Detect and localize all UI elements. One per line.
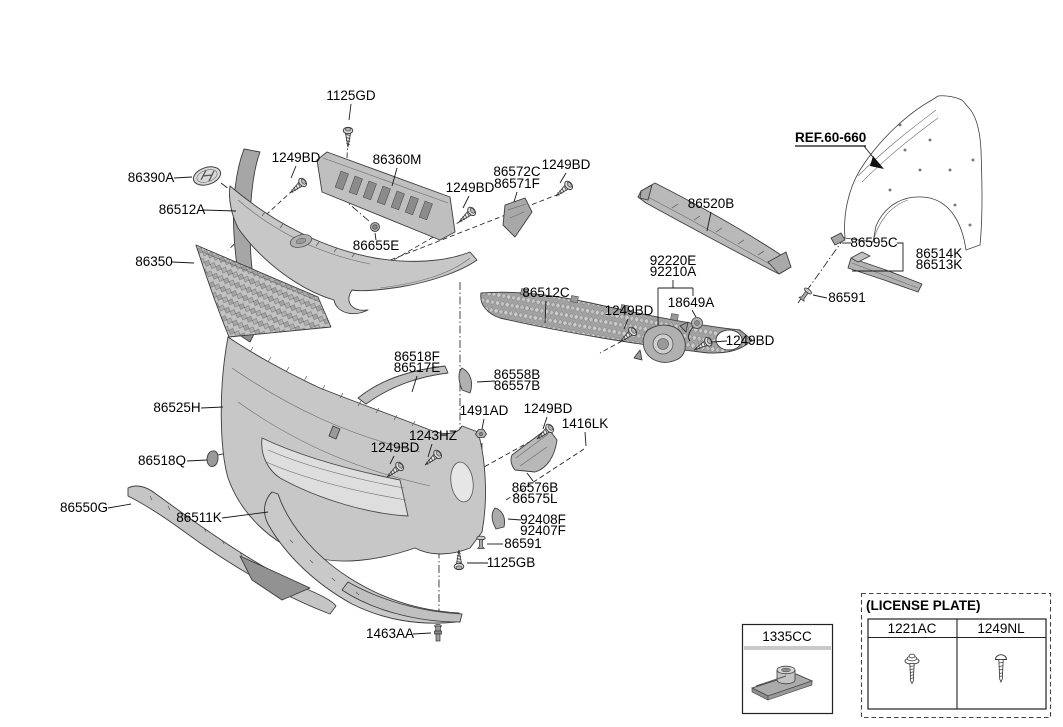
part-label-86576B: 86576B <box>512 480 559 495</box>
bolt-icon-1249BD <box>286 176 309 198</box>
part-label-1249BD: 1249BD <box>272 150 321 165</box>
part-label-86591: 86591 <box>828 290 866 305</box>
part-label-86518F: 86518F <box>394 349 440 364</box>
part-label-92408F: 92408F <box>520 512 566 527</box>
part-86518F-garnish-strip <box>357 365 449 405</box>
part-18649A-fog-lamp-bulb <box>688 317 703 342</box>
part-label-86655E: 86655E <box>353 238 400 253</box>
license-plate-title: (LICENSE PLATE) <box>866 598 981 613</box>
part-label-18649A: 18649A <box>668 295 715 310</box>
part-label-86390A: 86390A <box>128 170 175 185</box>
part-label-1335CC: 1335CC <box>762 629 812 644</box>
part-92408F-reflector <box>491 507 505 530</box>
leader-lines <box>107 103 904 635</box>
part-label-86514K: 86514K <box>916 246 963 261</box>
part-label-1249BD: 1249BD <box>605 303 654 318</box>
part-86525H-lower-bumper-cover <box>220 336 486 562</box>
part-label-1249BD: 1249BD <box>371 440 420 455</box>
part-86558B-cover-piece <box>458 367 473 394</box>
part-86518Q-clip <box>206 450 219 467</box>
part-label-1463AA: 1463AA <box>366 626 414 641</box>
ref-arrowhead <box>870 156 884 169</box>
part-label-86518Q: 86518Q <box>138 453 186 468</box>
bolt-icon-1249BD <box>455 205 478 227</box>
part-86595C-connector <box>830 232 846 246</box>
screw-icon-1221AC <box>904 653 920 685</box>
part-label-1125GD: 1125GD <box>326 88 376 103</box>
part-label-86517E: 86517E <box>394 360 441 375</box>
part-label-86571F: 86571F <box>494 176 540 191</box>
part-upper-bumper-cover <box>229 185 478 314</box>
part-label-1249NL: 1249NL <box>977 621 1025 636</box>
part-label-86525H: 86525H <box>153 400 200 415</box>
rivet-icon-1463AA <box>434 624 442 642</box>
pin-icon-86591 <box>476 535 486 549</box>
part-label-86513K: 86513K <box>916 257 963 272</box>
part-86576B-side-bracket <box>510 427 558 473</box>
part-label-86557B: 86557B <box>494 378 541 393</box>
part-label-1125GB: 1125GB <box>487 555 536 570</box>
bolt-icon-1249BD <box>552 179 575 201</box>
part-label-1249BD: 1249BD <box>446 180 495 195</box>
clip-nut-icon-1491AD <box>475 429 487 438</box>
clip-callout-box: 1335CC <box>741 623 834 715</box>
part-label-86512A: 86512A <box>159 202 206 217</box>
part-label-92407F: 92407F <box>520 523 566 538</box>
part-label-86550G: 86550G <box>60 500 108 515</box>
clip-nut-icon-1335CC <box>750 665 814 701</box>
part-86360M-grille-upper-cover <box>316 151 456 241</box>
part-label-86575L: 86575L <box>512 491 558 506</box>
part-label-1221AC: 1221AC <box>888 621 937 636</box>
part-label-86558B: 86558B <box>494 367 541 382</box>
part-label-1249BD: 1249BD <box>524 401 573 416</box>
part-86514K-side-marker-lamp <box>847 251 923 293</box>
part-label-86520B: 86520B <box>688 196 735 211</box>
part-92220E-front-fog-lamp <box>633 321 689 363</box>
part-label-1249BD: 1249BD <box>726 333 775 348</box>
bolt-icon-1125GB <box>453 549 465 571</box>
part-label-1491AD: 1491AD <box>460 403 509 418</box>
part-label-86591: 86591 <box>504 536 542 551</box>
part-label-92210A: 92210A <box>650 264 697 279</box>
part-label-1416LK: 1416LK <box>562 416 609 431</box>
license-plate-callout-box: (LICENSE PLATE) 1221AC 1249NL <box>860 592 1052 719</box>
bolt-icon-1125GD <box>342 126 354 148</box>
part-label-86512C: 86512C <box>522 285 570 300</box>
hyundai-logo-icon <box>200 169 215 182</box>
fasteners <box>286 126 813 642</box>
part-label-86360M: 86360M <box>373 152 422 167</box>
part-labels: 1125GD 1249BD 86390A 86512A 86350 86360M… <box>60 88 962 641</box>
part-86350-radiator-grille <box>195 244 332 338</box>
part-86390A-emblem <box>192 166 222 186</box>
screw-icon-1249NL <box>995 654 1007 684</box>
ref-label-60-660: REF.60-660 <box>795 130 866 145</box>
nut-icon-86655E <box>370 222 380 232</box>
part-label-86350: 86350 <box>135 254 173 269</box>
part-86572C-bracket <box>502 197 533 238</box>
part-label-86595C: 86595C <box>850 235 898 250</box>
part-label-92220E: 92220E <box>650 253 697 268</box>
part-label-1243HZ: 1243HZ <box>409 428 457 443</box>
part-label-86572C: 86572C <box>493 164 541 179</box>
box-divider <box>744 646 831 650</box>
table-grid <box>868 619 1046 709</box>
fender-outline <box>844 95 983 251</box>
part-label-1249BD: 1249BD <box>542 157 591 172</box>
part-86511K-lower-strip <box>239 491 463 624</box>
part-86520B-energy-absorber <box>637 182 792 275</box>
part-label-86511K: 86511K <box>176 510 222 525</box>
